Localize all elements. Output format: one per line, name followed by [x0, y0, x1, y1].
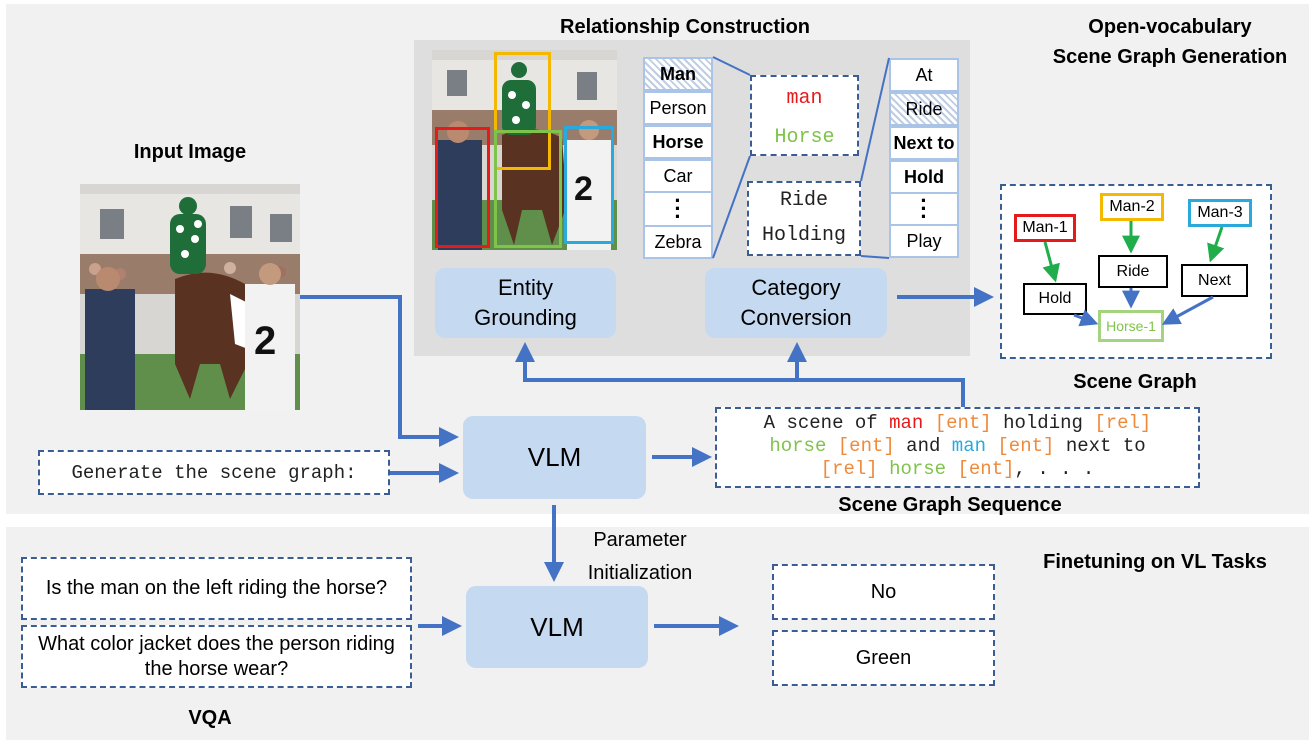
- scene-graph-sequence-title: Scene Graph Sequence: [838, 494, 1062, 516]
- relationship-construction-title: Relationship Construction: [560, 16, 810, 38]
- relation-holding-text: Holding: [761, 224, 846, 247]
- relation-list-item: At: [889, 58, 959, 92]
- relation-list-item: Hold: [889, 160, 959, 194]
- prompt-text: Generate the scene graph:: [71, 461, 357, 484]
- graph-node-next: Next: [1181, 264, 1248, 297]
- relation-list-item: Ride: [889, 92, 959, 126]
- prompt-box: Generate the scene graph:: [38, 450, 390, 495]
- input-image: 2: [80, 184, 300, 410]
- sequence-segment: man: [951, 435, 998, 457]
- graph-node-horse-1: Horse-1: [1098, 310, 1164, 342]
- sequence-segment: [ent]: [957, 458, 1015, 480]
- entity-list-item: Horse: [643, 125, 713, 159]
- entity-horse-text: Horse: [774, 126, 835, 149]
- entity-list-item: Person: [643, 91, 713, 125]
- sequence-segment: horse: [769, 435, 838, 457]
- svg-text:2: 2: [254, 319, 276, 363]
- relation-list-ellipsis: ···: [889, 190, 959, 228]
- scene-graph-box: Man-1 Man-2 Man-3 Hold Ride Next Horse-1: [1000, 184, 1272, 359]
- entity-list-ellipsis: ···: [643, 190, 713, 228]
- sequence-segment: A scene of: [763, 412, 890, 434]
- graph-node-ride: Ride: [1098, 255, 1168, 288]
- bbox-rider-yellow: [494, 52, 551, 170]
- entity-grounding-module: Entity Grounding: [435, 268, 616, 338]
- ovsgg-title-line2: Scene Graph Generation: [1052, 46, 1288, 68]
- question-text-2: What color jacket does the person riding…: [38, 632, 395, 680]
- relation-list-item: Next to: [889, 126, 959, 160]
- sequence-segment: , . . .: [1014, 458, 1095, 480]
- sequence-line-1: A scene of man [ent] holding [rel]: [717, 412, 1198, 435]
- grounded-image: 2: [432, 50, 617, 250]
- finetuning-title: Finetuning on VL Tasks: [1043, 551, 1267, 573]
- vlm-top-module: VLM: [463, 416, 646, 499]
- entity-list-item: Zebra: [643, 225, 713, 259]
- answer-text-2: Green: [855, 646, 912, 669]
- param-init-line1: Parameter: [593, 529, 687, 551]
- sequence-segment: holding: [991, 412, 1095, 434]
- graph-node-man-3: Man-3: [1188, 199, 1252, 227]
- input-image-title: Input Image: [133, 141, 247, 163]
- svg-text:2: 2: [574, 170, 593, 208]
- vqa-title: VQA: [188, 707, 232, 729]
- sequence-segment: [ent]: [837, 435, 895, 457]
- entity-man-text: man: [786, 87, 823, 110]
- ovsgg-title-line1: Open-vocabulary: [1088, 16, 1252, 38]
- scene-graph-sequence-box: A scene of man [ent] holding [rel] horse…: [715, 407, 1200, 488]
- graph-node-man-1: Man-1: [1014, 214, 1076, 242]
- graph-node-man-2: Man-2: [1100, 193, 1164, 221]
- question-box-1: Is the man on the left riding the horse?: [21, 557, 412, 620]
- category-conversion-module: Category Conversion: [705, 268, 887, 338]
- question-box-2: What color jacket does the person riding…: [21, 625, 412, 688]
- entity-list-item: Car: [643, 159, 713, 193]
- sequence-segment: and: [894, 435, 952, 457]
- entity-pair-box: man Horse: [750, 75, 859, 156]
- sequence-segment: [ent]: [934, 412, 992, 434]
- sequence-segment: [rel]: [820, 458, 890, 480]
- relation-words-box: Ride Holding: [747, 181, 861, 256]
- vlm-bottom-module: VLM: [466, 586, 648, 668]
- sequence-segment: [ent]: [997, 435, 1055, 457]
- relation-list-item: Play: [889, 224, 959, 258]
- answer-box-2: Green: [772, 630, 995, 686]
- graph-node-hold: Hold: [1023, 283, 1087, 315]
- sequence-segment: next to: [1054, 435, 1146, 457]
- param-init-line2: Initialization: [587, 562, 693, 584]
- scene-graph-title: Scene Graph: [1073, 371, 1197, 393]
- relation-ride-text: Ride: [779, 189, 828, 212]
- bbox-man-cyan: [564, 126, 614, 244]
- sequence-segment: [rel]: [1094, 412, 1152, 434]
- sequence-line-2: horse [ent] and man [ent] next to: [717, 435, 1198, 458]
- answer-box-1: No: [772, 564, 995, 620]
- sequence-line-3: [rel] horse [ent], . . .: [717, 458, 1198, 481]
- answer-text-1: No: [870, 580, 897, 603]
- question-text-1: Is the man on the left riding the horse?: [45, 577, 388, 599]
- sequence-segment: horse: [889, 458, 958, 480]
- bbox-horse-green: [494, 130, 562, 248]
- bbox-man-red: [435, 127, 490, 248]
- entity-list-item: Man: [643, 57, 713, 91]
- sequence-segment: man: [889, 412, 935, 434]
